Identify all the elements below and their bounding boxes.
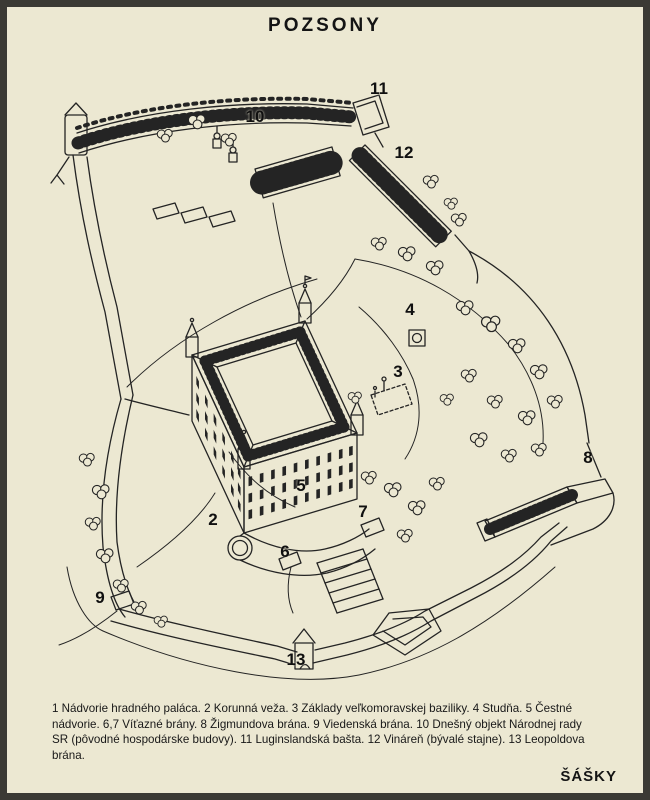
building-10 (212, 125, 346, 199)
map-marker-2: 2 (208, 510, 218, 529)
crown-tower-2 (227, 532, 253, 561)
sigismund-gate-8 (476, 442, 615, 546)
map-marker-11: 11 (370, 79, 388, 98)
luginsland-bastion-11 (352, 94, 390, 148)
map-marker-12: 12 (394, 143, 414, 162)
page-title: POZSONY (268, 15, 382, 36)
map-marker-8: 8 (583, 448, 593, 467)
west-wall (72, 154, 190, 618)
map-marker-7: 7 (358, 502, 368, 521)
honor-courtyard-and-gates (239, 517, 385, 614)
map-marker-4: 4 (405, 300, 415, 319)
map-marker-13: 13 (286, 650, 306, 669)
basilica-foundations-3 (370, 376, 413, 416)
map-marker-3: 3 (393, 362, 403, 381)
palace (186, 275, 363, 534)
south-walls (66, 522, 568, 680)
map-marker-6: 6 (280, 542, 290, 561)
map-marker-10: 10 (245, 107, 265, 126)
castle-map: 11 10 12 4 3 8 5 7 2 6 9 13 (7, 7, 643, 793)
well-4 (408, 329, 426, 347)
vienna-gate-9 (58, 451, 296, 646)
leopold-gate-13 (292, 628, 316, 670)
map-marker-9: 9 (95, 588, 105, 607)
east-garden (354, 250, 590, 460)
upper-courtyard (126, 202, 356, 388)
map-marker-5: 5 (296, 476, 306, 495)
castle-map-illustration (50, 94, 615, 680)
vinaren-12 (348, 144, 479, 284)
map-legend: 1 Nádvorie hradného paláca. 2 Korunná ve… (52, 702, 585, 762)
credit-text: ŠÁŠKY (560, 768, 617, 785)
